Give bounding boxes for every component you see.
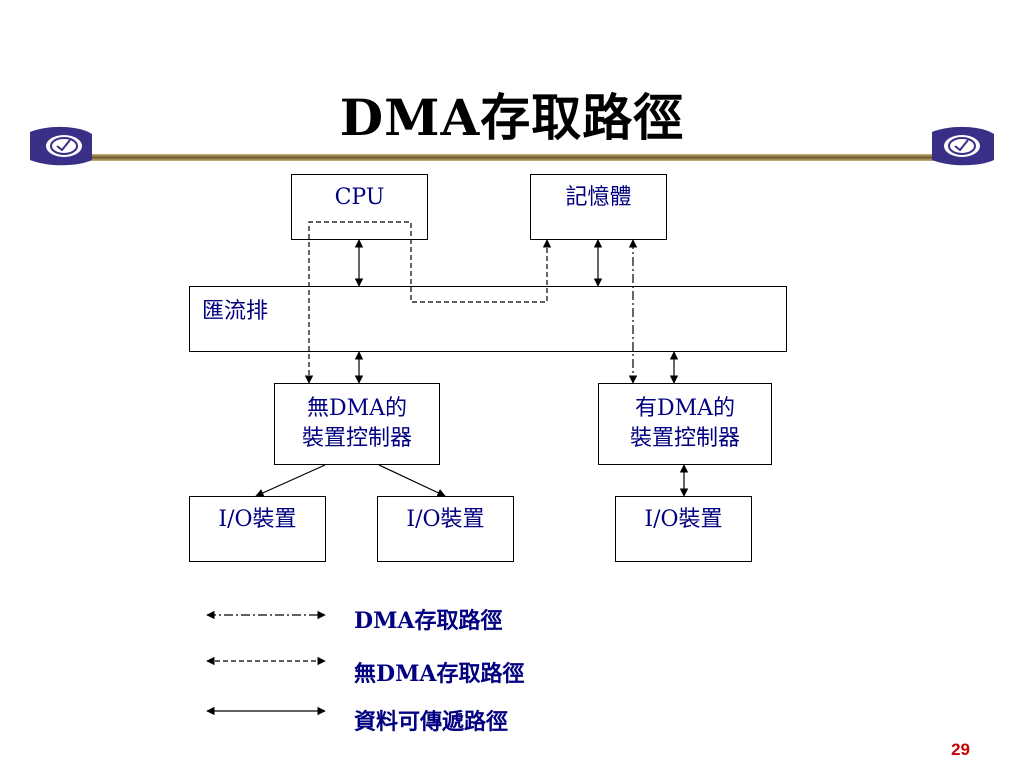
- bus-label: 匯流排: [202, 299, 269, 324]
- io-device-3-label: I/O裝置: [644, 507, 723, 532]
- no-dma-path-line: [304, 221, 552, 384]
- controller-dma-line1: 有DMA的: [634, 396, 736, 421]
- header-rule: [80, 154, 944, 161]
- page-number: 29: [951, 740, 970, 759]
- controller-no-dma-line1: 無DMA的: [306, 396, 408, 421]
- cpu-label: CPU: [334, 185, 385, 210]
- io-device-1-box: I/O裝置: [189, 496, 326, 562]
- io-device-2-box: I/O裝置: [377, 496, 514, 562]
- io-device-1-label: I/O裝置: [218, 507, 297, 532]
- memory-label: 記憶體: [565, 185, 632, 210]
- io-device-3-box: I/O裝置: [615, 496, 752, 562]
- legend-no-dma-text: 無DMA存取路徑: [354, 661, 525, 687]
- controller-io2-data-link: [378, 464, 446, 497]
- controller-io1-data-link: [255, 464, 326, 497]
- right-logo-icon: [932, 126, 994, 166]
- controller-dma-line2: 裝置控制器: [629, 426, 740, 451]
- io-device-2-label: I/O裝置: [406, 507, 485, 532]
- memory-box: 記憶體: [530, 174, 667, 240]
- cpu-box: CPU: [291, 174, 428, 240]
- controller-no-dma-box: 無DMA的 裝置控制器: [274, 383, 440, 465]
- left-logo-icon: [30, 126, 92, 166]
- legend-data-text: 資料可傳遞路徑: [354, 709, 509, 735]
- page-title: DMA存取路徑: [339, 88, 685, 147]
- controller-dma-box: 有DMA的 裝置控制器: [598, 383, 772, 465]
- legend-dma-text: DMA存取路徑: [354, 608, 503, 634]
- controller-no-dma-line2: 裝置控制器: [301, 426, 412, 451]
